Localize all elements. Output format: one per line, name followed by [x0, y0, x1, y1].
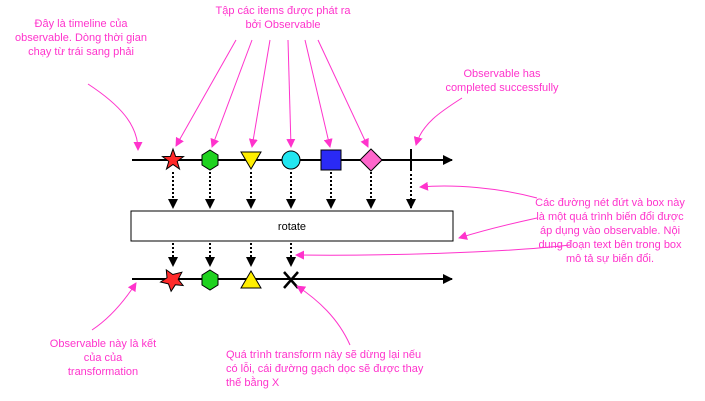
operator-box	[130, 210, 454, 242]
output-dotted-arrows	[168, 243, 296, 267]
result-note-line-1: Observable này là kết	[49, 338, 157, 350]
annotation-arrows	[87, 39, 571, 346]
completed-annotation: Observable has completed successfully	[432, 67, 572, 95]
items-annotation: Tập các items được phát ra bởi Observabl…	[208, 4, 358, 32]
timeline-note-line-2: observable. Dòng thời gian	[15, 32, 147, 44]
error-annotation: Quá trình transform này sẽ dừng lại nếu …	[226, 348, 466, 390]
operator-note-line-4: dung đoạn text bên trong box	[538, 239, 682, 251]
error-x-icon	[283, 271, 299, 289]
timeline-note-line-1: Đây là timeline của	[34, 18, 128, 30]
completed-note-line-1: Observable has	[463, 68, 541, 80]
items-note-line-1: Tập các items được phát ra	[215, 5, 351, 17]
result-note-line-3: transformation	[67, 366, 139, 378]
star-marble	[161, 147, 185, 171]
timeline-note-line-3: chạy từ trái sang phải	[28, 46, 134, 58]
input-dotted-arrows	[168, 172, 416, 209]
timeline-annotation: Đây là timeline của observable. Dòng thờ…	[6, 17, 156, 59]
operator-note-line-2: là một quá trình biến đổi được	[536, 211, 684, 223]
error-note-line-3: thế bằng X	[226, 377, 280, 389]
triangle-up-marble	[240, 270, 262, 289]
diamond-marble	[359, 148, 383, 172]
triangle-down-marble	[240, 151, 262, 170]
operator-note-line-1: Các đường nét đứt và box này	[535, 197, 685, 209]
operator-annotation: Các đường nét đứt và box này là một quá …	[520, 196, 700, 266]
hexagon-marble-output	[201, 269, 219, 291]
hexagon-marble	[201, 149, 219, 171]
result-annotation: Observable này là kết của của transforma…	[38, 337, 168, 379]
circle-marble	[281, 150, 301, 170]
items-note-line-2: bởi Observable	[245, 19, 321, 31]
error-note-line-1: Quá trình transform này sẽ dừng lại nếu	[226, 349, 422, 361]
star-marble-rotated	[159, 268, 185, 293]
error-note-line-2: có lỗi, cái đường gạch dọc sẽ được thay	[226, 363, 424, 375]
operator-note-line-3: áp dụng vào observable. Nội	[539, 225, 681, 237]
operator-note-line-5: mô tả sự biến đổi.	[565, 253, 655, 265]
operator-label: rotate	[278, 221, 306, 233]
result-note-line-2: của của	[83, 352, 123, 364]
completed-note-line-2: completed successfully	[445, 82, 559, 94]
square-marble	[320, 149, 342, 171]
